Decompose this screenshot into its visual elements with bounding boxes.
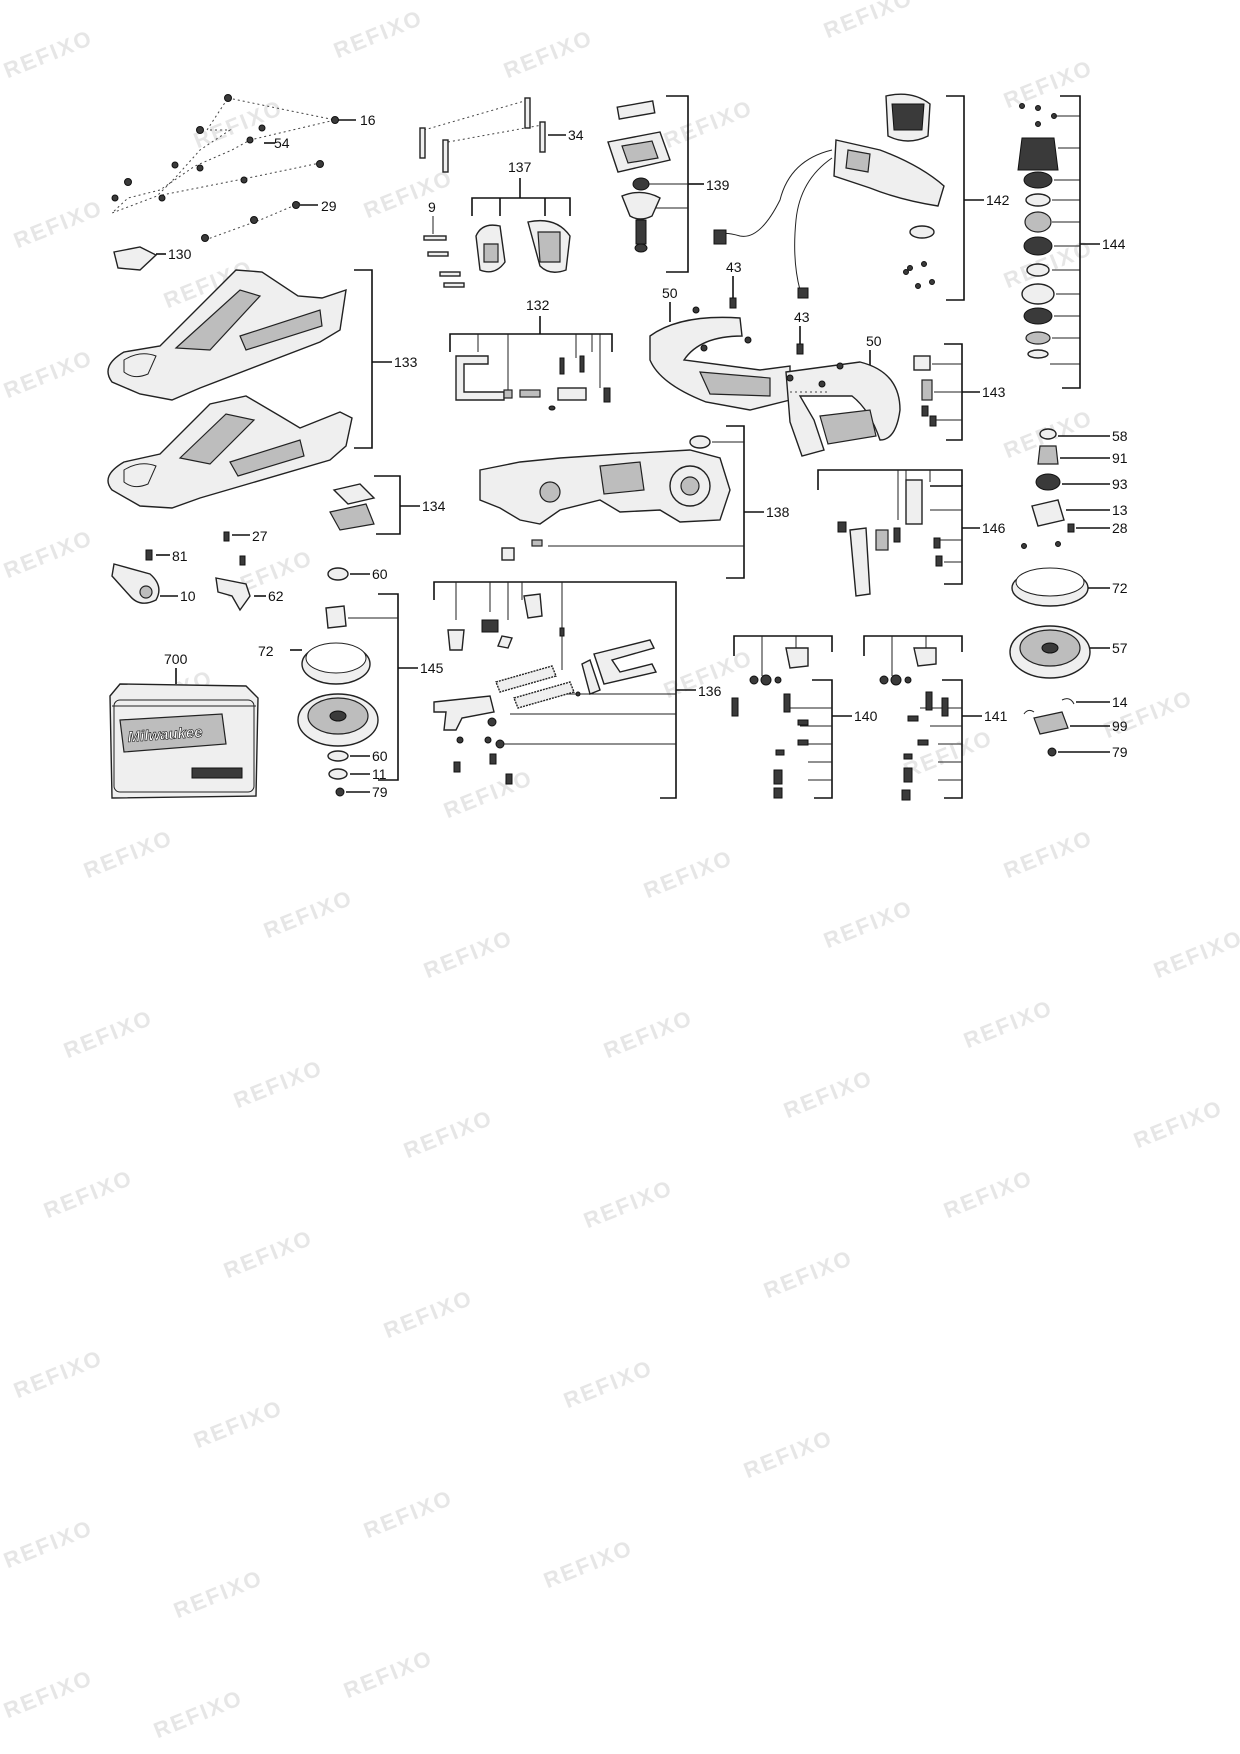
washer-11 xyxy=(328,768,348,780)
callout-99: 99 xyxy=(1112,718,1128,734)
bracket-62 xyxy=(215,577,251,612)
callout-137: 137 xyxy=(508,159,532,175)
callout-133: 133 xyxy=(394,354,418,370)
callout-57: 57 xyxy=(1112,640,1128,656)
callout-138: 138 xyxy=(766,504,790,520)
callout-79a: 79 xyxy=(1112,744,1128,760)
case-brand: Milwaukee xyxy=(127,724,203,746)
callout-144: 144 xyxy=(1102,236,1126,252)
clip-14 xyxy=(1061,698,1075,705)
callout-130: 130 xyxy=(168,246,192,262)
wheel-left xyxy=(297,693,379,747)
callout-10: 10 xyxy=(180,588,196,604)
callout-60a: 60 xyxy=(372,566,388,582)
pins xyxy=(423,235,465,288)
vise-clamp-parts xyxy=(433,593,658,785)
washer-60-top xyxy=(327,567,349,581)
switch-assembly xyxy=(329,483,376,531)
callout-43b: 43 xyxy=(794,309,810,325)
carry-case: Milwaukee xyxy=(109,683,259,799)
callout-50b: 50 xyxy=(866,333,882,349)
bearing-guide-parts-140 xyxy=(731,647,809,799)
callout-132: 132 xyxy=(526,297,550,313)
callout-140: 140 xyxy=(854,708,878,724)
main-housing-upper xyxy=(107,269,347,401)
blade-guard-rear xyxy=(649,306,791,411)
label-plate xyxy=(113,246,158,271)
callout-91: 91 xyxy=(1112,450,1128,466)
callout-145: 145 xyxy=(420,660,444,676)
callout-72b: 72 xyxy=(1112,580,1128,596)
callout-50a: 50 xyxy=(662,285,678,301)
saw-frame xyxy=(479,435,731,561)
screw-28 xyxy=(1067,523,1075,533)
callout-54: 54 xyxy=(274,135,290,151)
callout-141: 141 xyxy=(984,708,1008,724)
callout-136: 136 xyxy=(698,683,722,699)
callout-27: 27 xyxy=(252,528,268,544)
screw-81 xyxy=(145,549,153,561)
callout-142: 142 xyxy=(986,192,1010,208)
knob-10 xyxy=(111,563,160,604)
callout-34: 34 xyxy=(568,127,584,143)
callout-79b: 79 xyxy=(372,784,388,800)
callout-13: 13 xyxy=(1112,502,1128,518)
wheel-57-right xyxy=(1009,625,1091,679)
handle-wiring-harness xyxy=(713,93,945,299)
washer-58 xyxy=(1039,428,1057,440)
callout-134: 134 xyxy=(422,498,446,514)
spacer-145-top xyxy=(325,605,347,629)
motor-assembly xyxy=(607,100,671,253)
callout-700: 700 xyxy=(164,651,188,667)
callout-14: 14 xyxy=(1112,694,1128,710)
callout-29: 29 xyxy=(321,198,337,214)
nut-79-left xyxy=(335,787,345,797)
callout-11: 11 xyxy=(372,766,387,782)
callout-143: 143 xyxy=(982,384,1006,400)
callout-60b: 60 xyxy=(372,748,388,764)
gear-93 xyxy=(1035,473,1061,491)
callout-58: 58 xyxy=(1112,428,1128,444)
callout-146: 146 xyxy=(982,520,1006,536)
bearing-guide-parts-141 xyxy=(879,647,949,801)
bearing-91 xyxy=(1037,445,1059,465)
long-screws xyxy=(419,97,546,173)
callout-9: 9 xyxy=(428,199,436,215)
callout-72a: 72 xyxy=(258,643,274,659)
callout-81: 81 xyxy=(172,548,188,564)
hub-99 xyxy=(1033,711,1069,735)
callout-43a: 43 xyxy=(726,259,742,275)
gearbox-stack xyxy=(1017,103,1059,359)
callout-93: 93 xyxy=(1112,476,1128,492)
blade-guide-parts xyxy=(837,479,943,597)
main-housing-lower xyxy=(107,395,353,509)
lever-bracket-parts xyxy=(455,355,611,411)
motor-housing-halves xyxy=(475,219,571,273)
callout-62: 62 xyxy=(268,588,284,604)
screw-set-16-54-29 xyxy=(111,94,339,242)
blade-guard-front xyxy=(785,361,901,457)
callout-28: 28 xyxy=(1112,520,1128,536)
callout-16: 16 xyxy=(360,112,376,128)
nut-79-right xyxy=(1047,747,1057,757)
latch-parts xyxy=(913,355,937,427)
callout-139: 139 xyxy=(706,177,730,193)
washer-60-bottom xyxy=(327,750,349,762)
plate-13 xyxy=(1031,499,1065,527)
